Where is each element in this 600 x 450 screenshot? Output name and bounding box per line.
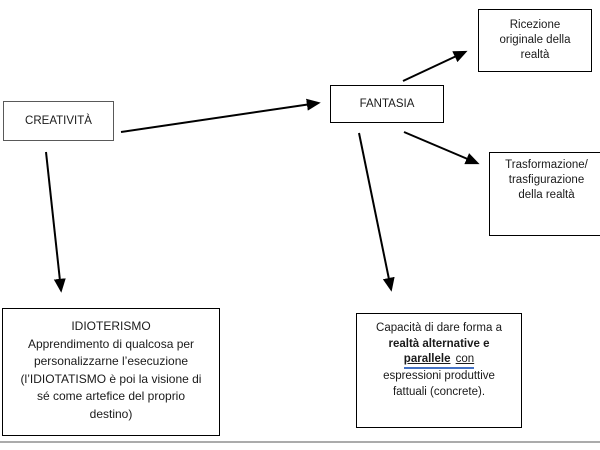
node-ricezione-line: realtà bbox=[520, 49, 550, 61]
node-capacita-line-underlined: parallele con bbox=[357, 352, 521, 369]
node-ricezione-line: Ricezione bbox=[509, 19, 561, 31]
node-trasformazione-line: della realtà bbox=[518, 189, 575, 201]
node-idioterismo-line: (l’IDIOTATISMO è poi la visione di bbox=[20, 371, 202, 386]
node-fantasia: FANTASIA bbox=[330, 85, 444, 123]
node-idioterismo-line: destino) bbox=[89, 406, 133, 421]
node-trasformazione-line: trasfigurazione bbox=[508, 174, 585, 186]
node-trasformazione: Trasformazione/ trasfigurazione della re… bbox=[489, 152, 600, 236]
arrow-fantasia-to-trasformazione bbox=[403, 131, 480, 165]
node-capacita-line: fattuali (concrete). bbox=[392, 385, 486, 398]
node-capacita-line: espressioni produttive bbox=[383, 370, 495, 382]
node-ricezione: Ricezione originale della realtà bbox=[478, 9, 592, 72]
node-fantasia-label: FANTASIA bbox=[359, 97, 415, 110]
arrow-fantasia-to-ricezione bbox=[402, 50, 468, 82]
node-capacita-word-parallele: parallele bbox=[403, 353, 451, 365]
node-capacita-line-bold: realtà alternative e bbox=[388, 337, 490, 350]
node-capacita: Capacità di dare forma a realtà alternat… bbox=[356, 313, 522, 428]
grammar-underline-group: parallele con bbox=[403, 353, 475, 369]
node-idioterismo-line: Apprendimento di qualcosa per bbox=[27, 336, 195, 351]
arrow-creativita-to-fantasia bbox=[120, 98, 321, 133]
node-idioterismo: IDIOTERISMO Apprendimento di qualcosa pe… bbox=[2, 308, 220, 436]
node-creativita-label: CREATIVITÀ bbox=[25, 114, 92, 127]
arrow-creativita-to-idioterismo bbox=[45, 151, 66, 293]
node-creativita: CREATIVITÀ bbox=[3, 101, 114, 141]
node-capacita-word-con: con bbox=[455, 353, 475, 365]
node-idioterismo-title: IDIOTERISMO bbox=[71, 319, 151, 333]
node-idioterismo-line: personalizzarne l’esecuzione bbox=[33, 354, 189, 368]
node-ricezione-line: originale della bbox=[499, 34, 571, 46]
arrow-fantasia-to-capacita bbox=[358, 132, 395, 292]
node-capacita-line: Capacità di dare forma a bbox=[376, 322, 502, 334]
node-idioterismo-line: sé come artefice del proprio bbox=[36, 389, 186, 403]
node-trasformazione-line: Trasformazione/ bbox=[505, 159, 588, 171]
slide-bottom-edge bbox=[0, 441, 600, 443]
